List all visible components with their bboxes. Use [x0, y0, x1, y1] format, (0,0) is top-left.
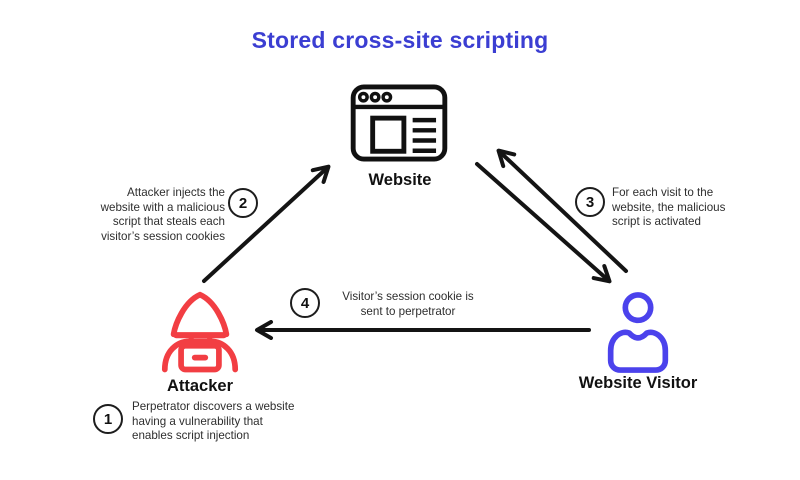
arrow-website-to-visitor: [475, 162, 612, 284]
website-visitor-label: Website Visitor: [578, 374, 698, 392]
attacker-hood: [170, 291, 230, 338]
attacker-body: [161, 338, 239, 373]
arrow-attacker-to-website: [202, 164, 331, 283]
step-4-text: Visitor’s session cookie is sent to perp…: [342, 290, 474, 318]
attacker-label: Attacker: [166, 377, 234, 395]
step-4-badge: 4: [290, 288, 320, 318]
page-title: Stored cross-site scripting: [251, 27, 549, 53]
arrow-visitor-to-website: [496, 148, 628, 273]
step-4-number: 4: [300, 294, 310, 312]
website-icon: [350, 84, 448, 162]
step-2-text: Attacker injects the website with a mali…: [100, 186, 225, 243]
attacker-icon: [161, 291, 239, 373]
step-1-number: 1: [103, 410, 113, 428]
step-1-badge: 1: [93, 404, 123, 434]
visitor-body: [607, 329, 669, 373]
step-3-number: 3: [585, 193, 595, 211]
visitor-head: [622, 292, 654, 324]
website-label: Website: [368, 171, 432, 189]
step-3-text: For each visit to the website, the malic…: [612, 186, 726, 229]
step-1-text: Perpetrator discovers a website having a…: [132, 400, 295, 443]
step-3-badge: 3: [575, 187, 605, 217]
step-2-number: 2: [238, 194, 248, 212]
website-visitor-icon: [607, 292, 669, 373]
step-2-badge: 2: [228, 188, 258, 218]
